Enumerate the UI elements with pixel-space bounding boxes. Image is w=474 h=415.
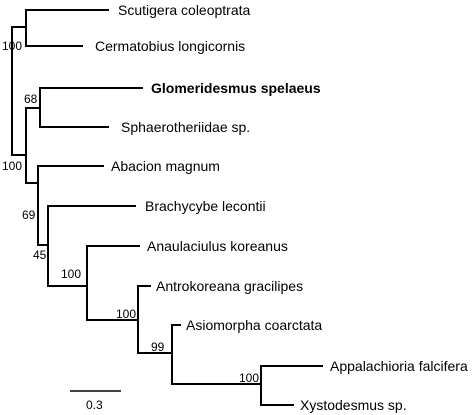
node-support-value: 69 <box>22 208 36 222</box>
scale-bar: 0.3 <box>70 390 121 412</box>
taxon-label-highlighted: Glomeridesmus spelaeus <box>151 80 321 96</box>
scale-bar-label: 0.3 <box>86 398 103 412</box>
taxon-labels: Scutigera coleoptrata Cermatobius longic… <box>95 2 468 413</box>
taxon-label: Cermatobius longicornis <box>95 38 245 54</box>
taxon-label: Abacion magnum <box>111 158 220 174</box>
taxon-label: Antrokoreana gracilipes <box>156 278 303 294</box>
taxon-label: Asiomorpha coarctata <box>186 317 322 333</box>
node-support-value: 100 <box>116 307 136 321</box>
node-support-value: 100 <box>2 39 22 53</box>
taxon-label: Appalachioria falcifera <box>330 358 468 374</box>
taxon-label: Anaulaciulus koreanus <box>147 238 288 254</box>
taxon-label: Scutigera coleoptrata <box>118 2 251 18</box>
node-support-value: 68 <box>24 92 38 106</box>
taxon-label: Xystodesmus sp. <box>300 397 407 413</box>
node-support-value: 100 <box>61 267 81 281</box>
taxon-label: Brachycybe lecontii <box>145 198 266 214</box>
node-support-value: 100 <box>239 371 259 385</box>
node-support-value: 45 <box>33 248 47 262</box>
taxon-label: Sphaerotheriidae sp. <box>121 119 250 135</box>
node-support-value: 99 <box>151 340 165 354</box>
tree-branches <box>11 9 323 406</box>
node-support-value: 100 <box>2 159 22 173</box>
support-values: 100 68 100 69 45 100 100 99 100 <box>2 39 259 385</box>
